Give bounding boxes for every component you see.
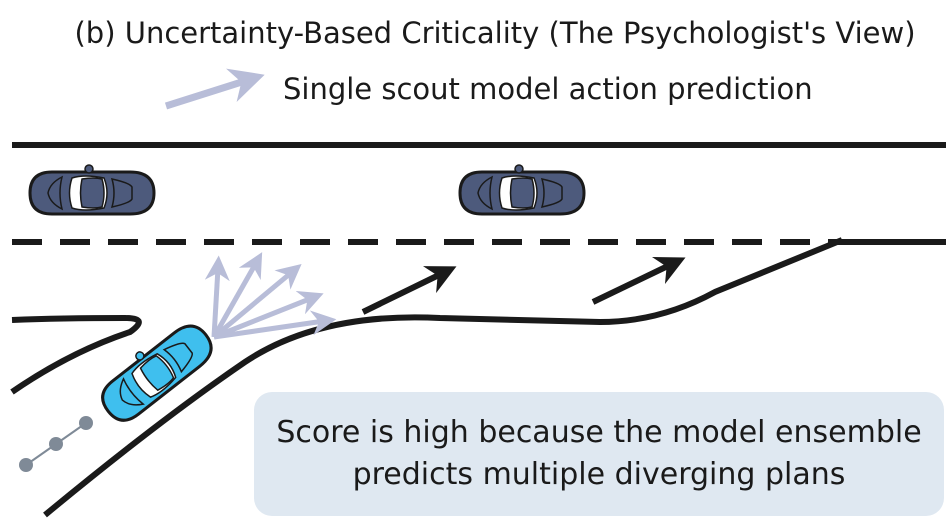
ego-car: [89, 311, 221, 430]
caption-line-1: Score is high because the model ensemble: [276, 415, 922, 450]
legend-label: Single scout model action prediction: [283, 72, 813, 106]
trail-dot: [19, 458, 33, 472]
legend-arrow-icon: [164, 68, 265, 110]
prediction-arrow-icon: [213, 310, 337, 340]
trail-dot: [79, 416, 93, 430]
route-arrow-1-icon: [361, 266, 457, 315]
caption-box: Score is high because the model ensemble…: [254, 392, 944, 516]
other-car-left: [28, 163, 156, 216]
trail-dot: [49, 437, 63, 451]
prediction-arrow-icon: [204, 255, 230, 338]
prediction-arrow-icon: [212, 263, 302, 339]
caption-line-2: predicts multiple diverging plans: [352, 457, 846, 492]
road-left-edge-curve: [10, 314, 142, 395]
prediction-arrows: [204, 252, 337, 340]
route-arrow-2-icon: [591, 256, 686, 305]
figure-title: (b) Uncertainty-Based Criticality (The P…: [74, 16, 916, 50]
other-car-center: [458, 163, 586, 216]
prediction-arrow-icon: [213, 291, 324, 340]
prediction-arrow-icon: [211, 252, 263, 339]
